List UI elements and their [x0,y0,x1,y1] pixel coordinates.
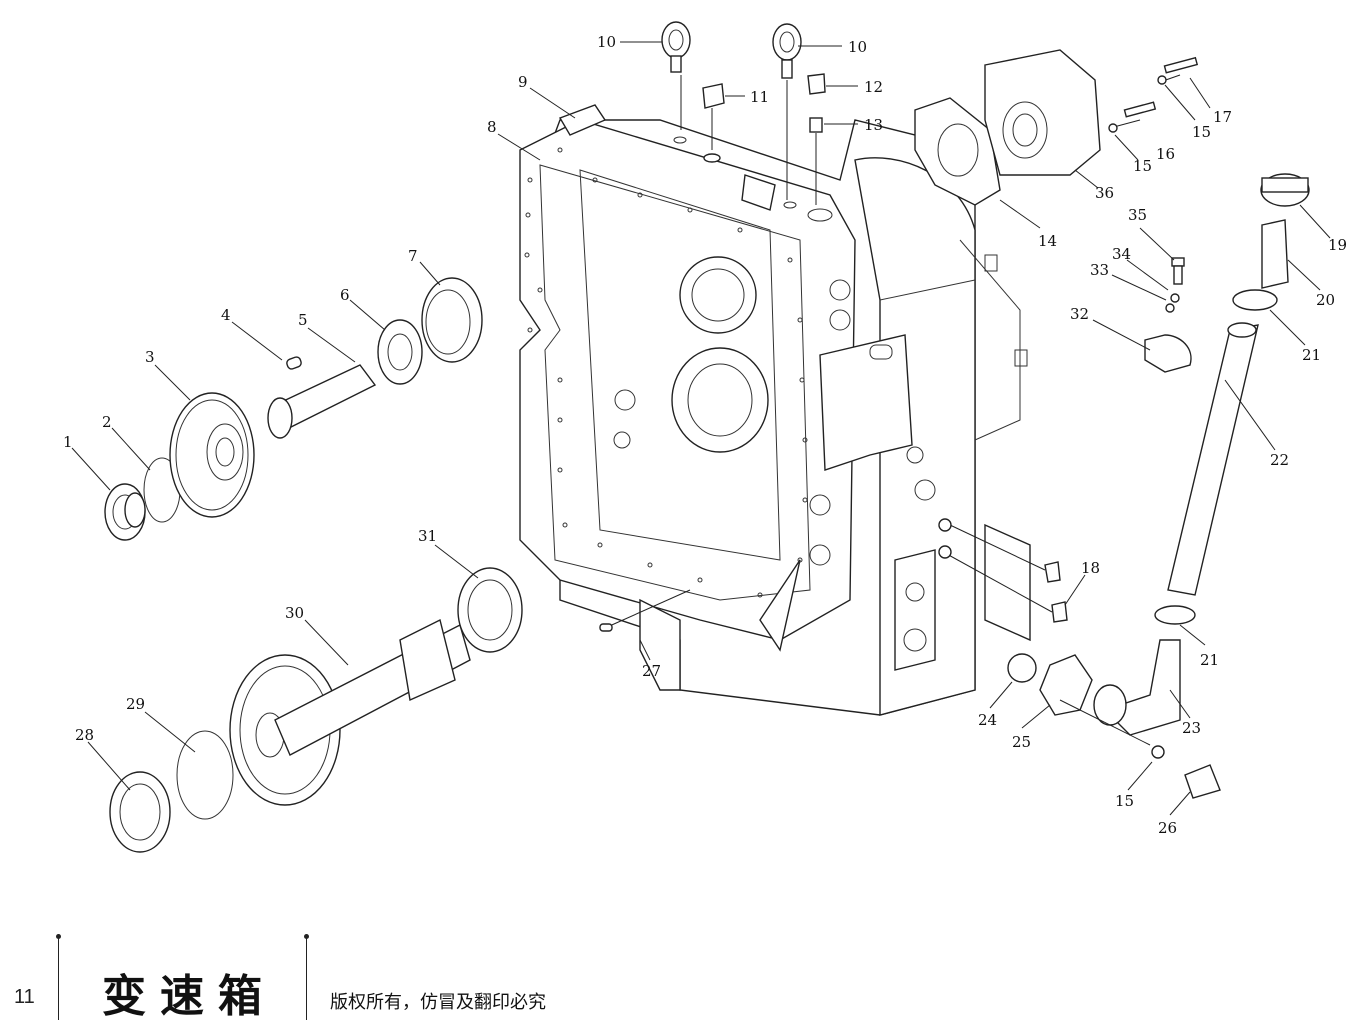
callout-31: 31 [418,527,437,545]
top-fittings [661,21,826,205]
oil-filler-tube-assembly [938,173,1310,799]
callout-labels: 1 2 3 4 5 6 7 8 9 10 10 11 12 13 14 15 1… [63,33,1347,837]
callout-11: 11 [750,88,769,106]
callout-15b: 15 [1192,123,1211,141]
callout-21a: 21 [1302,346,1321,364]
callout-2: 2 [102,413,112,431]
callout-16: 16 [1156,145,1175,163]
callout-25: 25 [1012,733,1031,751]
pump-and-gasket [914,49,1199,206]
page-number: 11 [14,986,35,1008]
callout-18: 18 [1081,559,1100,577]
callout-34: 34 [1112,245,1131,263]
callout-3: 3 [145,348,155,366]
callout-17: 17 [1213,108,1232,126]
footer-dot-right [304,934,309,939]
callout-30: 30 [285,604,304,622]
callout-7: 7 [408,247,418,265]
section-title: 变速箱 [102,971,276,1022]
callout-20: 20 [1316,291,1335,309]
callout-24: 24 [978,711,997,729]
callout-1: 1 [63,433,73,451]
callout-26: 26 [1158,819,1177,837]
callout-19: 19 [1328,236,1347,254]
upper-shaft-assembly [104,277,483,541]
callout-27: 27 [642,662,661,680]
callout-10b: 10 [848,38,867,56]
callout-13: 13 [864,116,883,134]
callout-6: 6 [340,286,350,304]
callout-23: 23 [1182,719,1201,737]
callout-12: 12 [864,78,883,96]
footer-dot-left [56,934,61,939]
leader-lines [71,41,1331,816]
callout-15c: 15 [1115,792,1134,810]
lower-shaft-assembly [109,567,691,853]
callout-4: 4 [221,306,231,324]
callout-35: 35 [1128,206,1147,224]
footer-divider-right [306,938,307,1020]
gearbox-housing [519,104,1031,716]
callout-33: 33 [1090,261,1109,279]
exploded-parts-diagram: 1 2 3 4 5 6 7 8 9 10 10 11 12 13 14 15 1… [63,21,1347,853]
callout-10a: 10 [597,33,616,51]
callout-28: 28 [75,726,94,744]
copyright-notice: 版权所有，仿冒及翻印必究 [330,992,546,1013]
callout-5: 5 [298,311,308,329]
callout-29: 29 [126,695,145,713]
callout-32: 32 [1070,305,1089,323]
callout-22: 22 [1270,451,1289,469]
callout-15a: 15 [1133,157,1152,175]
callout-21b: 21 [1200,651,1219,669]
callout-14: 14 [1038,232,1057,250]
footer-divider-left [58,938,59,1020]
callout-8: 8 [487,118,497,136]
callout-36: 36 [1095,184,1114,202]
page-footer: 11 变速箱 版权所有，仿冒及翻印必究 [0,930,1361,1028]
callout-9: 9 [518,73,528,91]
